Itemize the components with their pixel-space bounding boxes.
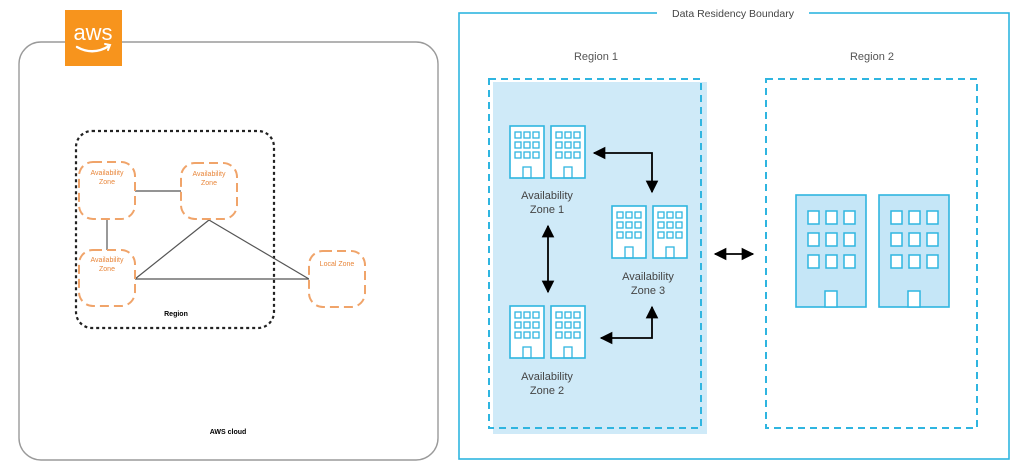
region-2-buildings [795, 194, 950, 308]
local-zone: Local Zone [308, 250, 366, 308]
availability-zone-2: Availability Zone [180, 162, 238, 220]
az2-label: Zone 2 [530, 385, 564, 397]
zone-label: Zone [99, 266, 115, 273]
zone-connections [106, 190, 310, 280]
zone-label: Availability [91, 257, 124, 264]
zone-label: Availability [193, 171, 226, 178]
data-residency-label: Data Residency Boundary [672, 8, 795, 20]
az2-label: Availability [521, 371, 573, 383]
arrow-az2-az3 [599, 305, 659, 345]
local-zone-label: Local Zone [320, 261, 355, 268]
arrow-az1-az3 [592, 146, 659, 194]
availability-zone-3: Availability Zone [78, 249, 136, 307]
zone-label: Zone [201, 180, 217, 187]
az3-label: Availability [622, 271, 674, 283]
az1-label: Zone 1 [530, 204, 564, 216]
region-1-label: Region 1 [574, 51, 618, 63]
availability-zone-1: Availability Zone [78, 161, 136, 220]
zone-label: Zone [99, 179, 115, 186]
replication-arrows [541, 146, 755, 345]
aws-logo: aws [65, 10, 122, 66]
data-residency-diagram: Data Residency Boundary Region 1 Availab… [458, 5, 1010, 460]
region-box [74, 129, 276, 330]
zone-label: Availability [91, 170, 124, 177]
region-1-border [488, 78, 702, 429]
region-2-border [765, 78, 978, 429]
aws-logo-text: aws [73, 20, 112, 45]
aws-cloud-label: AWS cloud [210, 429, 247, 436]
region-label: Region [164, 311, 188, 318]
az1-label: Availability [521, 190, 573, 202]
aws-cloud-border [18, 41, 439, 461]
az3-label: Zone 3 [631, 285, 665, 297]
aws-cloud-diagram: aws Region Availability Zone Availabilit… [18, 10, 439, 461]
region-2-label: Region 2 [850, 51, 894, 63]
